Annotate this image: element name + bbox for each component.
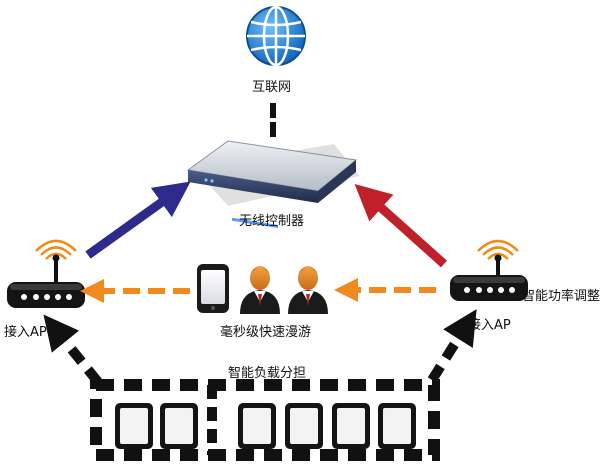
globe-icon (246, 5, 306, 67)
left-ap-uplink-arrow (85, 181, 191, 259)
power-adjust-label: 智能功率调整 (522, 289, 600, 304)
device-group-border (90, 379, 440, 461)
tablet-icon (285, 403, 323, 449)
right-wireless-router-icon (450, 239, 528, 301)
user-icon (288, 266, 328, 314)
controller-label: 无线控制器 (239, 214, 305, 229)
roaming-label: 毫秒级快速漫游 (220, 325, 312, 340)
tablet-icon (115, 403, 153, 449)
left-wireless-router-icon (7, 239, 85, 308)
left-load-arrow (43, 314, 102, 386)
controller-appliance-icon (186, 140, 360, 229)
tablet-icon (332, 403, 370, 449)
right-ap-label: 接入AP (468, 318, 511, 333)
internet-label: 互联网 (252, 80, 292, 95)
right-load-arrow (427, 309, 477, 383)
user-icon (240, 266, 280, 314)
smartphone-icon (197, 264, 229, 313)
load-balance-label: 智能负载分担 (228, 366, 307, 381)
left-ap-label: 接入AP (4, 325, 47, 340)
right-ap-uplink-arrow (354, 183, 448, 268)
tablet-icon (160, 403, 198, 449)
tablet-icon (238, 403, 276, 449)
tablet-icon (378, 403, 416, 449)
